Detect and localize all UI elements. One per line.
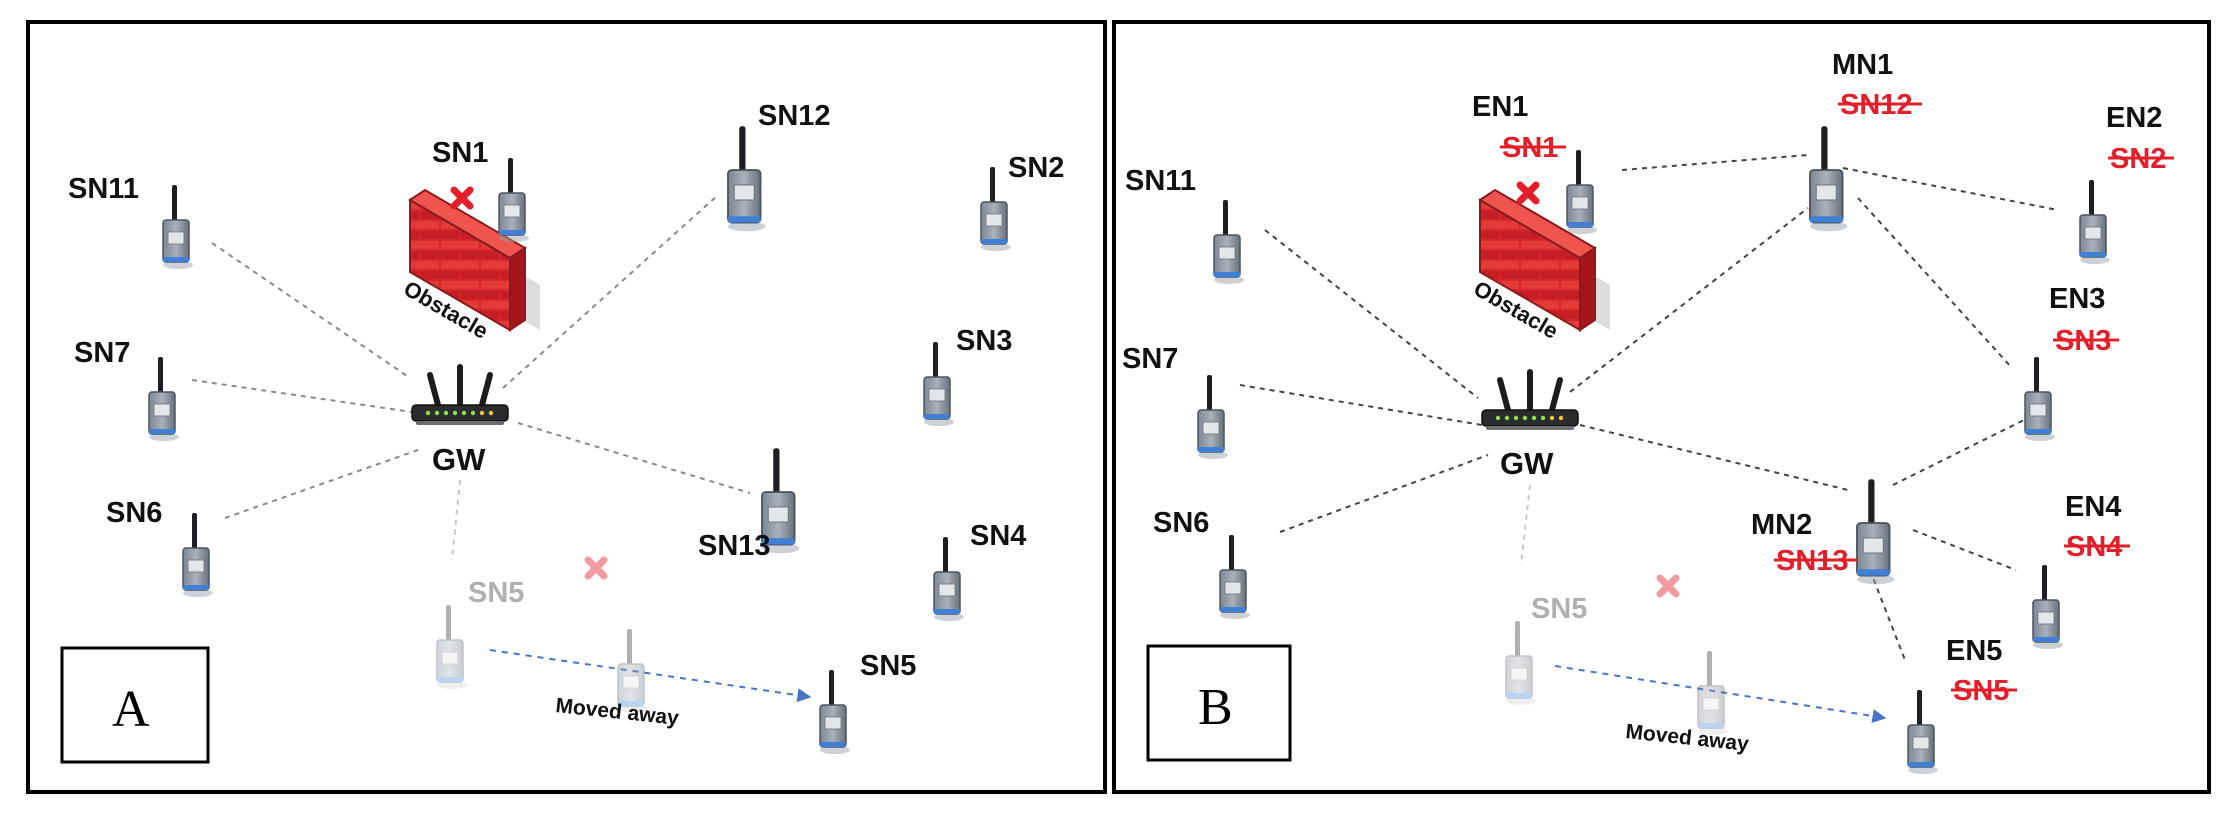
label-mn2: MN2 [1751, 509, 1812, 541]
panel-a-letter-box [60, 646, 210, 764]
label-sn3: SN3 [956, 325, 1012, 357]
device-icon-sn5 [819, 670, 850, 754]
device-icon-sn5-old-b [1505, 621, 1536, 705]
label-sn12: SN12 [758, 100, 831, 132]
device-icon-en4 [2032, 565, 2063, 649]
device-icon-sn1 [498, 158, 529, 242]
link-mn1-en3 [1857, 197, 2013, 369]
link-gw-mn1 [1569, 207, 1809, 393]
moved-arrow-b [1554, 665, 1887, 723]
label-sn2: SN2 [1008, 152, 1064, 184]
link-gw-sn6 [224, 449, 419, 519]
device-icon-mn1 [1809, 126, 1848, 232]
blocked-x-icon [450, 186, 474, 210]
moved-arrow-a [489, 649, 812, 703]
label-en5: EN5 [1946, 635, 2002, 667]
label-en3: EN3 [2049, 283, 2105, 315]
device-icon-sn5-moving [617, 629, 648, 713]
label-sn11: SN11 [68, 173, 139, 205]
label-sn5-old-b: SN5 [1531, 593, 1587, 625]
link-gw-sn11 [211, 242, 411, 379]
device-icon-en1 [1566, 150, 1597, 234]
link-gw-sn11-b [1264, 229, 1479, 399]
device-icon-sn3 [923, 342, 954, 426]
link-mn2-en5 [1869, 569, 1906, 661]
link-gw-sn12 [502, 194, 719, 389]
label-en4: EN4 [2065, 491, 2121, 523]
panel-b-links [1239, 154, 2059, 661]
panel-b: Obstacle SN11 SN7 SN6 SN5 GW Moved away … [1112, 20, 2211, 794]
link-gw-sn7-b [1239, 384, 1483, 426]
panel-a-links [191, 194, 751, 561]
device-icon-sn11 [162, 185, 193, 269]
link-mn2-en3 [1892, 417, 2029, 486]
label-sn1: SN1 [432, 137, 488, 169]
link-gw-sn6-b [1279, 454, 1489, 533]
device-icon-sn6 [182, 513, 213, 597]
lost-x-icon [584, 556, 608, 580]
label-sn5: SN5 [860, 650, 916, 682]
panel-b-letter: B [1198, 679, 1233, 736]
label-moved-away-b: Moved away [1624, 720, 1750, 756]
device-icon-sn7 [148, 357, 179, 441]
gateway-icon-a [411, 364, 509, 425]
link-gw-sn5-old-b [1520, 484, 1531, 566]
device-icon-sn5-moving-b [1697, 651, 1728, 735]
label-mn1: MN1 [1832, 49, 1893, 81]
gateway-icon-b [1481, 369, 1579, 430]
device-icon-sn13 [761, 448, 800, 554]
lost-x-icon-b [1656, 574, 1680, 598]
link-mn1-en1 [1621, 154, 1809, 171]
label-gw: GW [432, 442, 486, 477]
label-sn5-old: SN5 [468, 577, 524, 609]
label-sn6-b: SN6 [1153, 507, 1209, 539]
device-icon-mn2 [1856, 479, 1895, 585]
label-moved-away: Moved away [554, 694, 680, 730]
link-gw-mn2 [1579, 424, 1849, 491]
panel-b-letter-box [1146, 644, 1292, 762]
blocked-x-icon-b [1516, 181, 1540, 205]
label-gw-b: GW [1500, 446, 1554, 481]
device-icon-en3 [2024, 357, 2055, 441]
device-icon-sn7-b [1197, 375, 1228, 459]
device-icon-sn11-b [1213, 200, 1244, 284]
device-icon-en2 [2079, 180, 2110, 264]
device-icon-sn6-b [1219, 535, 1250, 619]
label-en1: EN1 [1472, 91, 1528, 123]
link-mn2-en4 [1912, 529, 2017, 571]
device-icon-sn4 [933, 537, 964, 621]
link-gw-sn5-old [451, 479, 461, 561]
device-icon-sn5-old [436, 605, 467, 689]
device-icon-sn2 [980, 167, 1011, 251]
label-sn7-b: SN7 [1122, 343, 1178, 375]
panel-a-letter: A [112, 681, 150, 738]
label-sn11-b: SN11 [1125, 165, 1196, 197]
panel-a: Obstacle SN11 SN1 SN12 SN2 SN7 SN3 SN6 S… [26, 20, 1107, 794]
label-sn7: SN7 [74, 337, 130, 369]
obstacle-b: Obstacle [1470, 188, 1610, 344]
panel-a-frame [26, 20, 1107, 794]
device-icon-sn12 [727, 126, 766, 232]
link-mn1-en2 [1842, 167, 2059, 211]
label-sn13: SN13 [698, 530, 771, 562]
link-gw-sn7 [191, 379, 413, 413]
label-sn4: SN4 [970, 520, 1026, 552]
label-sn6: SN6 [106, 497, 162, 529]
device-icon-en5 [1907, 690, 1938, 774]
label-en2: EN2 [2106, 102, 2162, 134]
panel-b-frame [1112, 20, 2211, 794]
link-gw-sn13 [517, 422, 751, 494]
